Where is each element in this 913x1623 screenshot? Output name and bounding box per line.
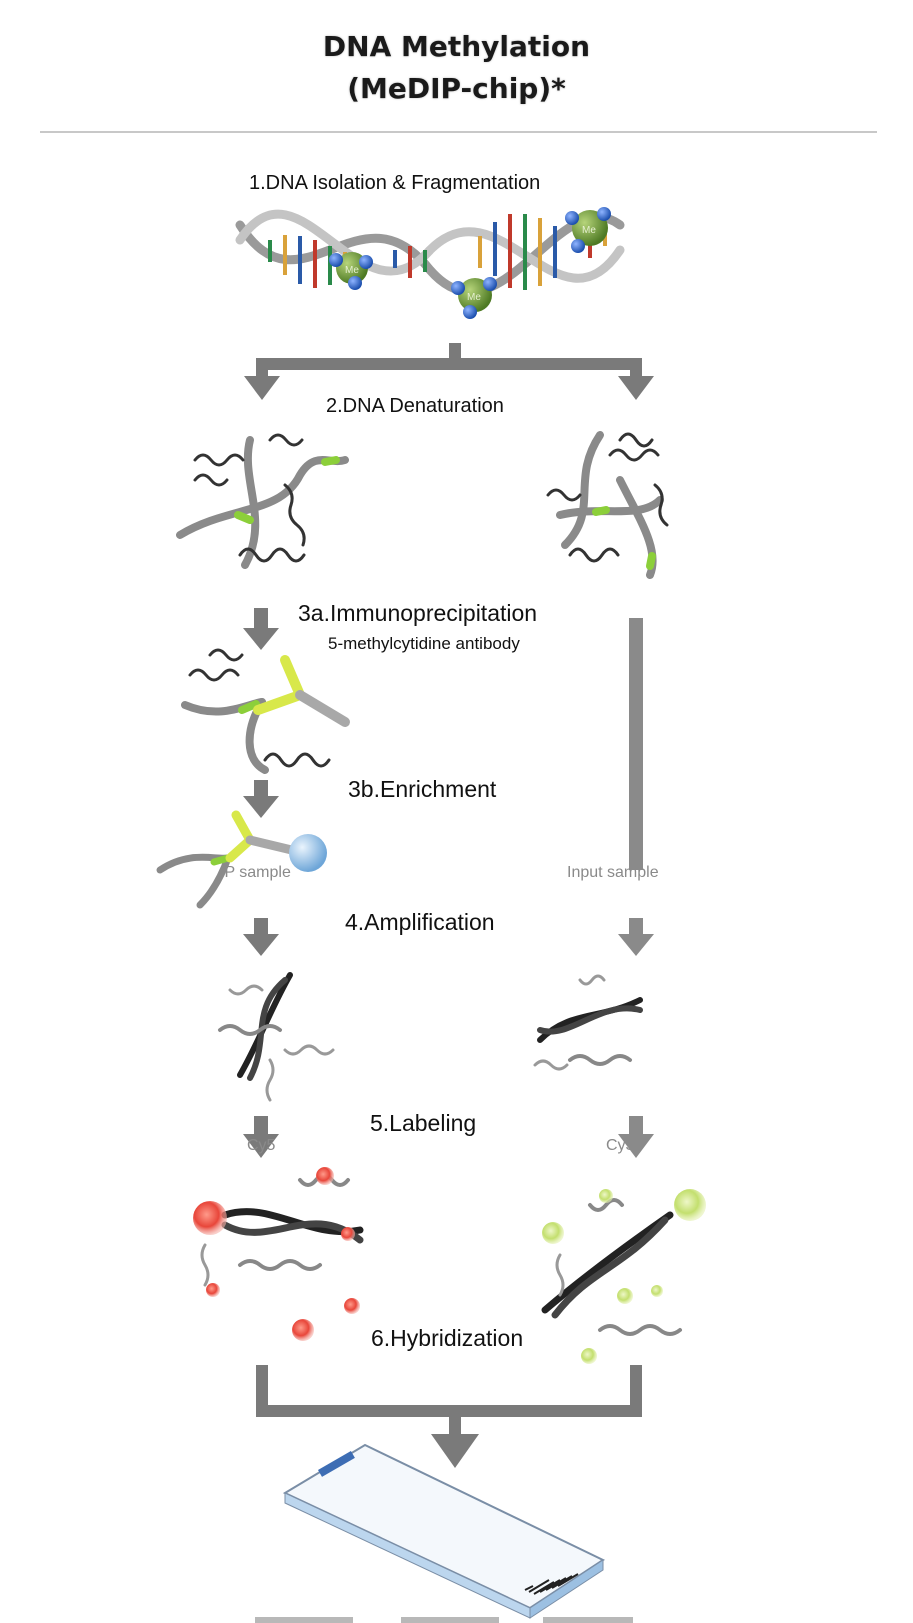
- antibody-binding-icon: [181, 648, 350, 774]
- step-1-label: 1.DNA Isolation & Fragmentation: [249, 172, 541, 194]
- input-sample-label: Input sample: [567, 864, 659, 881]
- step-3b-label: 3b.Enrichment: [348, 776, 497, 802]
- arrow-down-icon: [243, 1116, 279, 1158]
- arrow-down-icon: [243, 780, 279, 818]
- methyl-group-icon: Me: [329, 252, 373, 290]
- page-title: DNA Methylation: [322, 30, 591, 63]
- antibody-label: 5-methylcytidine antibody: [328, 634, 520, 653]
- step-3a-label: 3a.Immunoprecipitation: [298, 600, 538, 626]
- amplified-dna-left-icon: [218, 972, 335, 1102]
- cy5-label: Cy5: [247, 1137, 276, 1154]
- page-subtitle: (MeDIP-chip)*: [347, 72, 566, 105]
- methyl-group-icon: Me: [451, 277, 497, 319]
- bead-enrichment-icon: [156, 810, 327, 909]
- svg-text:Me: Me: [467, 292, 481, 303]
- methyl-group-icon: Me: [565, 207, 611, 253]
- ip-sample-label: IP sample: [220, 864, 291, 881]
- step-2-label: 2.DNA Denaturation: [326, 395, 504, 417]
- merge-arrow: [256, 1365, 642, 1468]
- svg-text:Me: Me: [345, 265, 359, 276]
- arrow-down-icon: [618, 918, 654, 956]
- barcode-icon: [524, 1573, 579, 1595]
- step-4-label: 4.Amplification: [345, 909, 495, 935]
- arrow-down-icon: [243, 608, 279, 650]
- svg-text:Me: Me: [582, 225, 596, 236]
- cy3-label: Cy3: [606, 1137, 635, 1154]
- microarray-slide-icon: [282, 1443, 606, 1619]
- arrow-down-icon: [243, 918, 279, 956]
- denatured-dna-right-icon: [546, 431, 669, 579]
- amplified-dna-right-icon: [533, 974, 643, 1071]
- cy5-labeled-dna-icon: [193, 1167, 364, 1341]
- denatured-dna-left-icon: [176, 433, 349, 569]
- divider: [40, 131, 877, 133]
- dna-helix-icon: Me Me Me: [235, 207, 625, 319]
- bead-icon: [289, 834, 327, 872]
- arrow-down-icon: [618, 1116, 654, 1158]
- bottom-bars: [255, 1617, 633, 1623]
- split-arrow: [244, 343, 654, 400]
- step-6-label: 6.Hybridization: [371, 1325, 524, 1351]
- cy3-labeled-dna-icon: [541, 1189, 706, 1364]
- step-5-label: 5.Labeling: [370, 1110, 477, 1136]
- input-sample-connector: [629, 618, 643, 870]
